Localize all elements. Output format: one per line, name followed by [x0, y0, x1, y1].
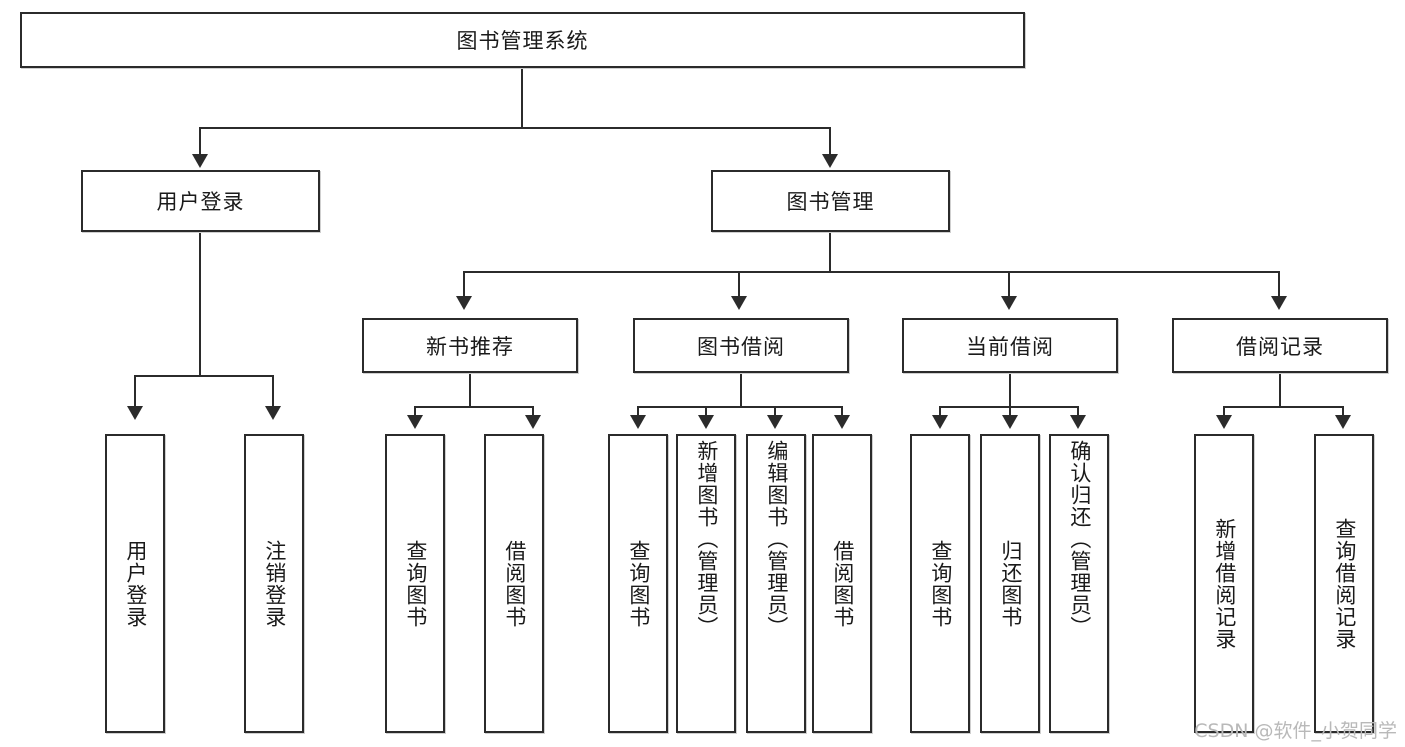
connector-book-borrow-drop-1 — [637, 406, 639, 416]
leaf-label: 借阅图书 — [502, 539, 527, 628]
leaf-label: 查询图书 — [928, 539, 953, 628]
connector-book-borrow-bus — [637, 406, 843, 408]
arrowhead-new-book-leaf-1 — [407, 415, 423, 429]
leaf-current-borrow-confirm-return-admin: 确认归还（管理员） — [1049, 434, 1109, 733]
leaf-label: 新增图书（管理员） — [694, 440, 719, 638]
leaf-label: 归还图书 — [998, 539, 1023, 628]
arrowhead-book-mgmt-child-2 — [731, 296, 747, 310]
arrowhead-current-borrow-leaf-3 — [1070, 415, 1086, 429]
leaf-book-borrow-borrow-books: 借阅图书 — [812, 434, 872, 733]
connector-book-mgmt-drop-4 — [1278, 271, 1280, 297]
connector-current-borrow-drop-2 — [1009, 406, 1011, 416]
arrowhead-current-borrow-leaf-1 — [932, 415, 948, 429]
leaf-label: 确认归还（管理员） — [1067, 440, 1092, 638]
node-label: 图书借阅 — [697, 334, 785, 359]
connector-current-borrow-drop-3 — [1077, 406, 1079, 416]
leaf-book-borrow-edit-book-admin: 编辑图书（管理员） — [746, 434, 806, 733]
node-root-system: 图书管理系统 — [20, 12, 1025, 68]
node-label: 用户登录 — [156, 190, 245, 214]
arrowhead-root-to-book-mgmt — [822, 154, 838, 168]
connector-book-mgmt-stem — [829, 232, 831, 272]
arrowhead-book-borrow-leaf-4 — [834, 415, 850, 429]
connector-user-login-stem — [199, 232, 201, 376]
connector-borrow-record-drop-1 — [1223, 406, 1225, 416]
node-label: 借阅记录 — [1236, 334, 1324, 359]
arrowhead-current-borrow-leaf-2 — [1002, 415, 1018, 429]
connector-book-mgmt-drop-3 — [1008, 271, 1010, 297]
connector-borrow-record-stem — [1279, 373, 1281, 407]
node-borrow-record: 借阅记录 — [1172, 318, 1388, 373]
leaf-user-login-login: 用户登录 — [105, 434, 165, 733]
connector-book-borrow-drop-3 — [774, 406, 776, 416]
connector-new-book-bus — [414, 406, 534, 408]
node-label: 当前借阅 — [966, 334, 1054, 359]
node-book-management: 图书管理 — [711, 170, 950, 232]
node-new-book-recommend: 新书推荐 — [362, 318, 578, 373]
node-label: 新书推荐 — [426, 334, 514, 359]
connector-book-borrow-drop-2 — [705, 406, 707, 416]
leaf-new-book-borrow-books: 借阅图书 — [484, 434, 544, 733]
connector-book-mgmt-drop-2 — [738, 271, 740, 297]
arrowhead-book-borrow-leaf-3 — [767, 415, 783, 429]
leaf-current-borrow-query-books: 查询图书 — [910, 434, 970, 733]
connector-root-to-user-login — [199, 127, 201, 155]
arrowhead-root-to-user-login — [192, 154, 208, 168]
leaf-label: 新增借阅记录 — [1212, 517, 1237, 650]
connector-book-mgmt-drop-1 — [463, 271, 465, 297]
arrowhead-book-borrow-leaf-2 — [698, 415, 714, 429]
node-label: 图书管理系统 — [456, 29, 589, 53]
leaf-label: 编辑图书（管理员） — [764, 440, 789, 638]
connector-user-login-drop-1 — [134, 375, 136, 407]
connector-book-mgmt-bus — [463, 271, 1280, 273]
leaf-label: 用户登录 — [123, 539, 148, 628]
leaf-label: 查询图书 — [403, 539, 428, 628]
leaf-label: 借阅图书 — [830, 539, 855, 628]
arrowhead-book-borrow-leaf-1 — [630, 415, 646, 429]
arrowhead-user-login-leaf-2 — [265, 406, 281, 420]
connector-current-borrow-stem — [1009, 373, 1011, 407]
arrowhead-book-mgmt-child-1 — [456, 296, 472, 310]
arrowhead-book-mgmt-child-4 — [1271, 296, 1287, 310]
connector-new-book-drop-1 — [414, 406, 416, 416]
connector-new-book-stem — [469, 373, 471, 407]
connector-root-stem — [521, 68, 523, 128]
node-label: 图书管理 — [786, 190, 875, 214]
connector-root-bus — [199, 127, 831, 129]
leaf-current-borrow-return-books: 归还图书 — [980, 434, 1040, 733]
leaf-borrow-record-query-record: 查询借阅记录 — [1314, 434, 1374, 733]
arrowhead-new-book-leaf-2 — [525, 415, 541, 429]
connector-user-login-drop-2 — [272, 375, 274, 407]
connector-borrow-record-bus — [1223, 406, 1344, 408]
leaf-borrow-record-add-record: 新增借阅记录 — [1194, 434, 1254, 733]
node-current-borrow: 当前借阅 — [902, 318, 1118, 373]
leaf-book-borrow-add-book-admin: 新增图书（管理员） — [676, 434, 736, 733]
node-book-borrow: 图书借阅 — [633, 318, 849, 373]
connector-root-to-book-mgmt — [829, 127, 831, 155]
arrowhead-borrow-record-leaf-2 — [1335, 415, 1351, 429]
leaf-label: 查询借阅记录 — [1332, 517, 1357, 650]
arrowhead-borrow-record-leaf-1 — [1216, 415, 1232, 429]
arrowhead-user-login-leaf-1 — [127, 406, 143, 420]
connector-new-book-drop-2 — [532, 406, 534, 416]
connector-current-borrow-drop-1 — [939, 406, 941, 416]
leaf-new-book-query-books: 查询图书 — [385, 434, 445, 733]
leaf-book-borrow-query-books: 查询图书 — [608, 434, 668, 733]
connector-book-borrow-stem — [740, 373, 742, 407]
connector-borrow-record-drop-2 — [1342, 406, 1344, 416]
connector-user-login-bus — [134, 375, 274, 377]
leaf-label: 注销登录 — [262, 539, 287, 628]
connector-book-borrow-drop-4 — [841, 406, 843, 416]
watermark-text: CSDN @软件_小贺同学 — [1194, 720, 1397, 742]
leaf-user-login-logout: 注销登录 — [244, 434, 304, 733]
node-user-login: 用户登录 — [81, 170, 320, 232]
leaf-label: 查询图书 — [626, 539, 651, 628]
arrowhead-book-mgmt-child-3 — [1001, 296, 1017, 310]
